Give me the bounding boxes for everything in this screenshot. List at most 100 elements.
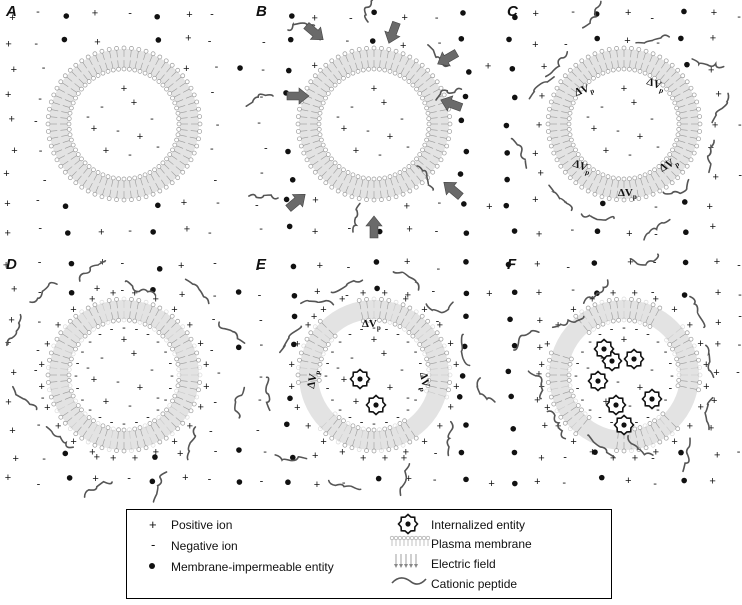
lipid-head [397, 535, 403, 541]
negative-ion: - [208, 473, 212, 485]
lipid-head [100, 70, 106, 76]
transmembrane-potential-label: ΔVp [618, 187, 637, 201]
lipid-head [400, 191, 406, 197]
approach-arrow [384, 20, 401, 44]
positive-ion: + [703, 359, 709, 371]
lipid-head [79, 184, 85, 190]
cationic-peptide [416, 165, 435, 191]
positive-ion: + [187, 319, 193, 331]
lipid-head [82, 333, 88, 339]
negative-ion: - [414, 394, 418, 406]
impermeable-entity [152, 454, 158, 460]
legend-internalized-entity: Internalized entity [431, 518, 526, 532]
positive-ion: + [353, 396, 359, 408]
lipid-tail [53, 345, 63, 350]
negative-ion: - [258, 289, 262, 301]
lipid-head [621, 45, 627, 51]
lipid-head [91, 326, 96, 332]
lipid-head [48, 350, 54, 356]
lipid-head [67, 426, 73, 432]
internalized-entity-core [613, 402, 619, 408]
positive-ion: + [371, 334, 377, 346]
lipid-head [70, 142, 76, 148]
positive-ion: + [382, 288, 388, 300]
negative-ion: - [213, 396, 217, 408]
negative-ion: - [600, 352, 604, 364]
positive-ion: + [341, 374, 347, 386]
lipid-tail [166, 334, 174, 341]
positive-ion: + [131, 97, 137, 109]
lipid-head [317, 67, 323, 73]
lipid-head [174, 356, 179, 362]
lipid-head [345, 73, 351, 78]
positive-ion: + [536, 228, 542, 240]
lipid-head [697, 129, 702, 134]
positive-ion: + [294, 402, 300, 414]
lipid-tail [67, 400, 76, 406]
cationic-peptide [629, 253, 660, 266]
lipid-head [349, 48, 355, 54]
lipid-head [414, 86, 419, 92]
lipid-head [164, 407, 169, 413]
lipid-head [342, 191, 348, 197]
lipid-head [629, 46, 634, 51]
positive-ion: + [406, 224, 412, 236]
lipid-head [95, 170, 101, 175]
lipid-head [364, 46, 369, 51]
lipid-head [629, 448, 634, 453]
lipid-head [142, 321, 148, 327]
lipid-head [85, 439, 91, 445]
negative-ion: - [37, 316, 41, 328]
negative-ion: - [419, 382, 423, 394]
lipid-head [551, 150, 557, 156]
lipid-head [446, 136, 451, 142]
lipid-head [73, 431, 79, 437]
lipid-head [402, 326, 407, 332]
lipid-head [366, 427, 371, 433]
lipid-head [446, 357, 451, 363]
positive-ion: + [453, 359, 459, 371]
lipid-head [163, 58, 169, 64]
impermeable-entity [511, 449, 518, 456]
lipid-head [397, 324, 403, 329]
lipid-head [386, 298, 392, 303]
lipid-head [336, 164, 342, 169]
negative-ion: - [571, 284, 575, 296]
lipid-head [170, 346, 175, 352]
lipid-head [392, 70, 398, 76]
positive-ion: + [8, 315, 14, 327]
positive-ion: + [70, 304, 76, 316]
lipid-head [566, 378, 572, 383]
negative-ion: - [135, 324, 139, 336]
impermeable-entity [68, 289, 75, 296]
lipid-head [160, 82, 166, 88]
negative-ion: - [212, 313, 216, 325]
positive-ion: + [11, 145, 17, 157]
positive-ion: + [532, 39, 538, 51]
panel-label-c: C [507, 3, 518, 20]
negative-ion: - [39, 145, 43, 157]
approach-arrow [285, 193, 306, 212]
lipid-head [105, 425, 111, 430]
lipid-head [147, 324, 153, 329]
positive-ion: + [437, 420, 443, 432]
lipid-head [316, 367, 322, 372]
positive-ion: + [570, 436, 576, 448]
lipid-head [614, 297, 619, 302]
lipid-head [296, 114, 301, 119]
lipid-head [573, 431, 579, 437]
lipid-head [85, 188, 91, 194]
approach-arrow [286, 87, 310, 105]
negative-ion: - [86, 362, 90, 374]
negative-ion: - [654, 229, 658, 241]
lipid-head [355, 425, 361, 430]
lipid-head [172, 351, 178, 357]
lipid-head [546, 365, 551, 370]
lipid-head [545, 121, 551, 127]
lipid-head [430, 169, 436, 175]
lipid-head [191, 92, 197, 98]
lipid-head [184, 79, 190, 85]
impermeable-entity [285, 148, 291, 155]
cationic-peptide [711, 92, 730, 124]
positive-ion: + [183, 63, 189, 75]
